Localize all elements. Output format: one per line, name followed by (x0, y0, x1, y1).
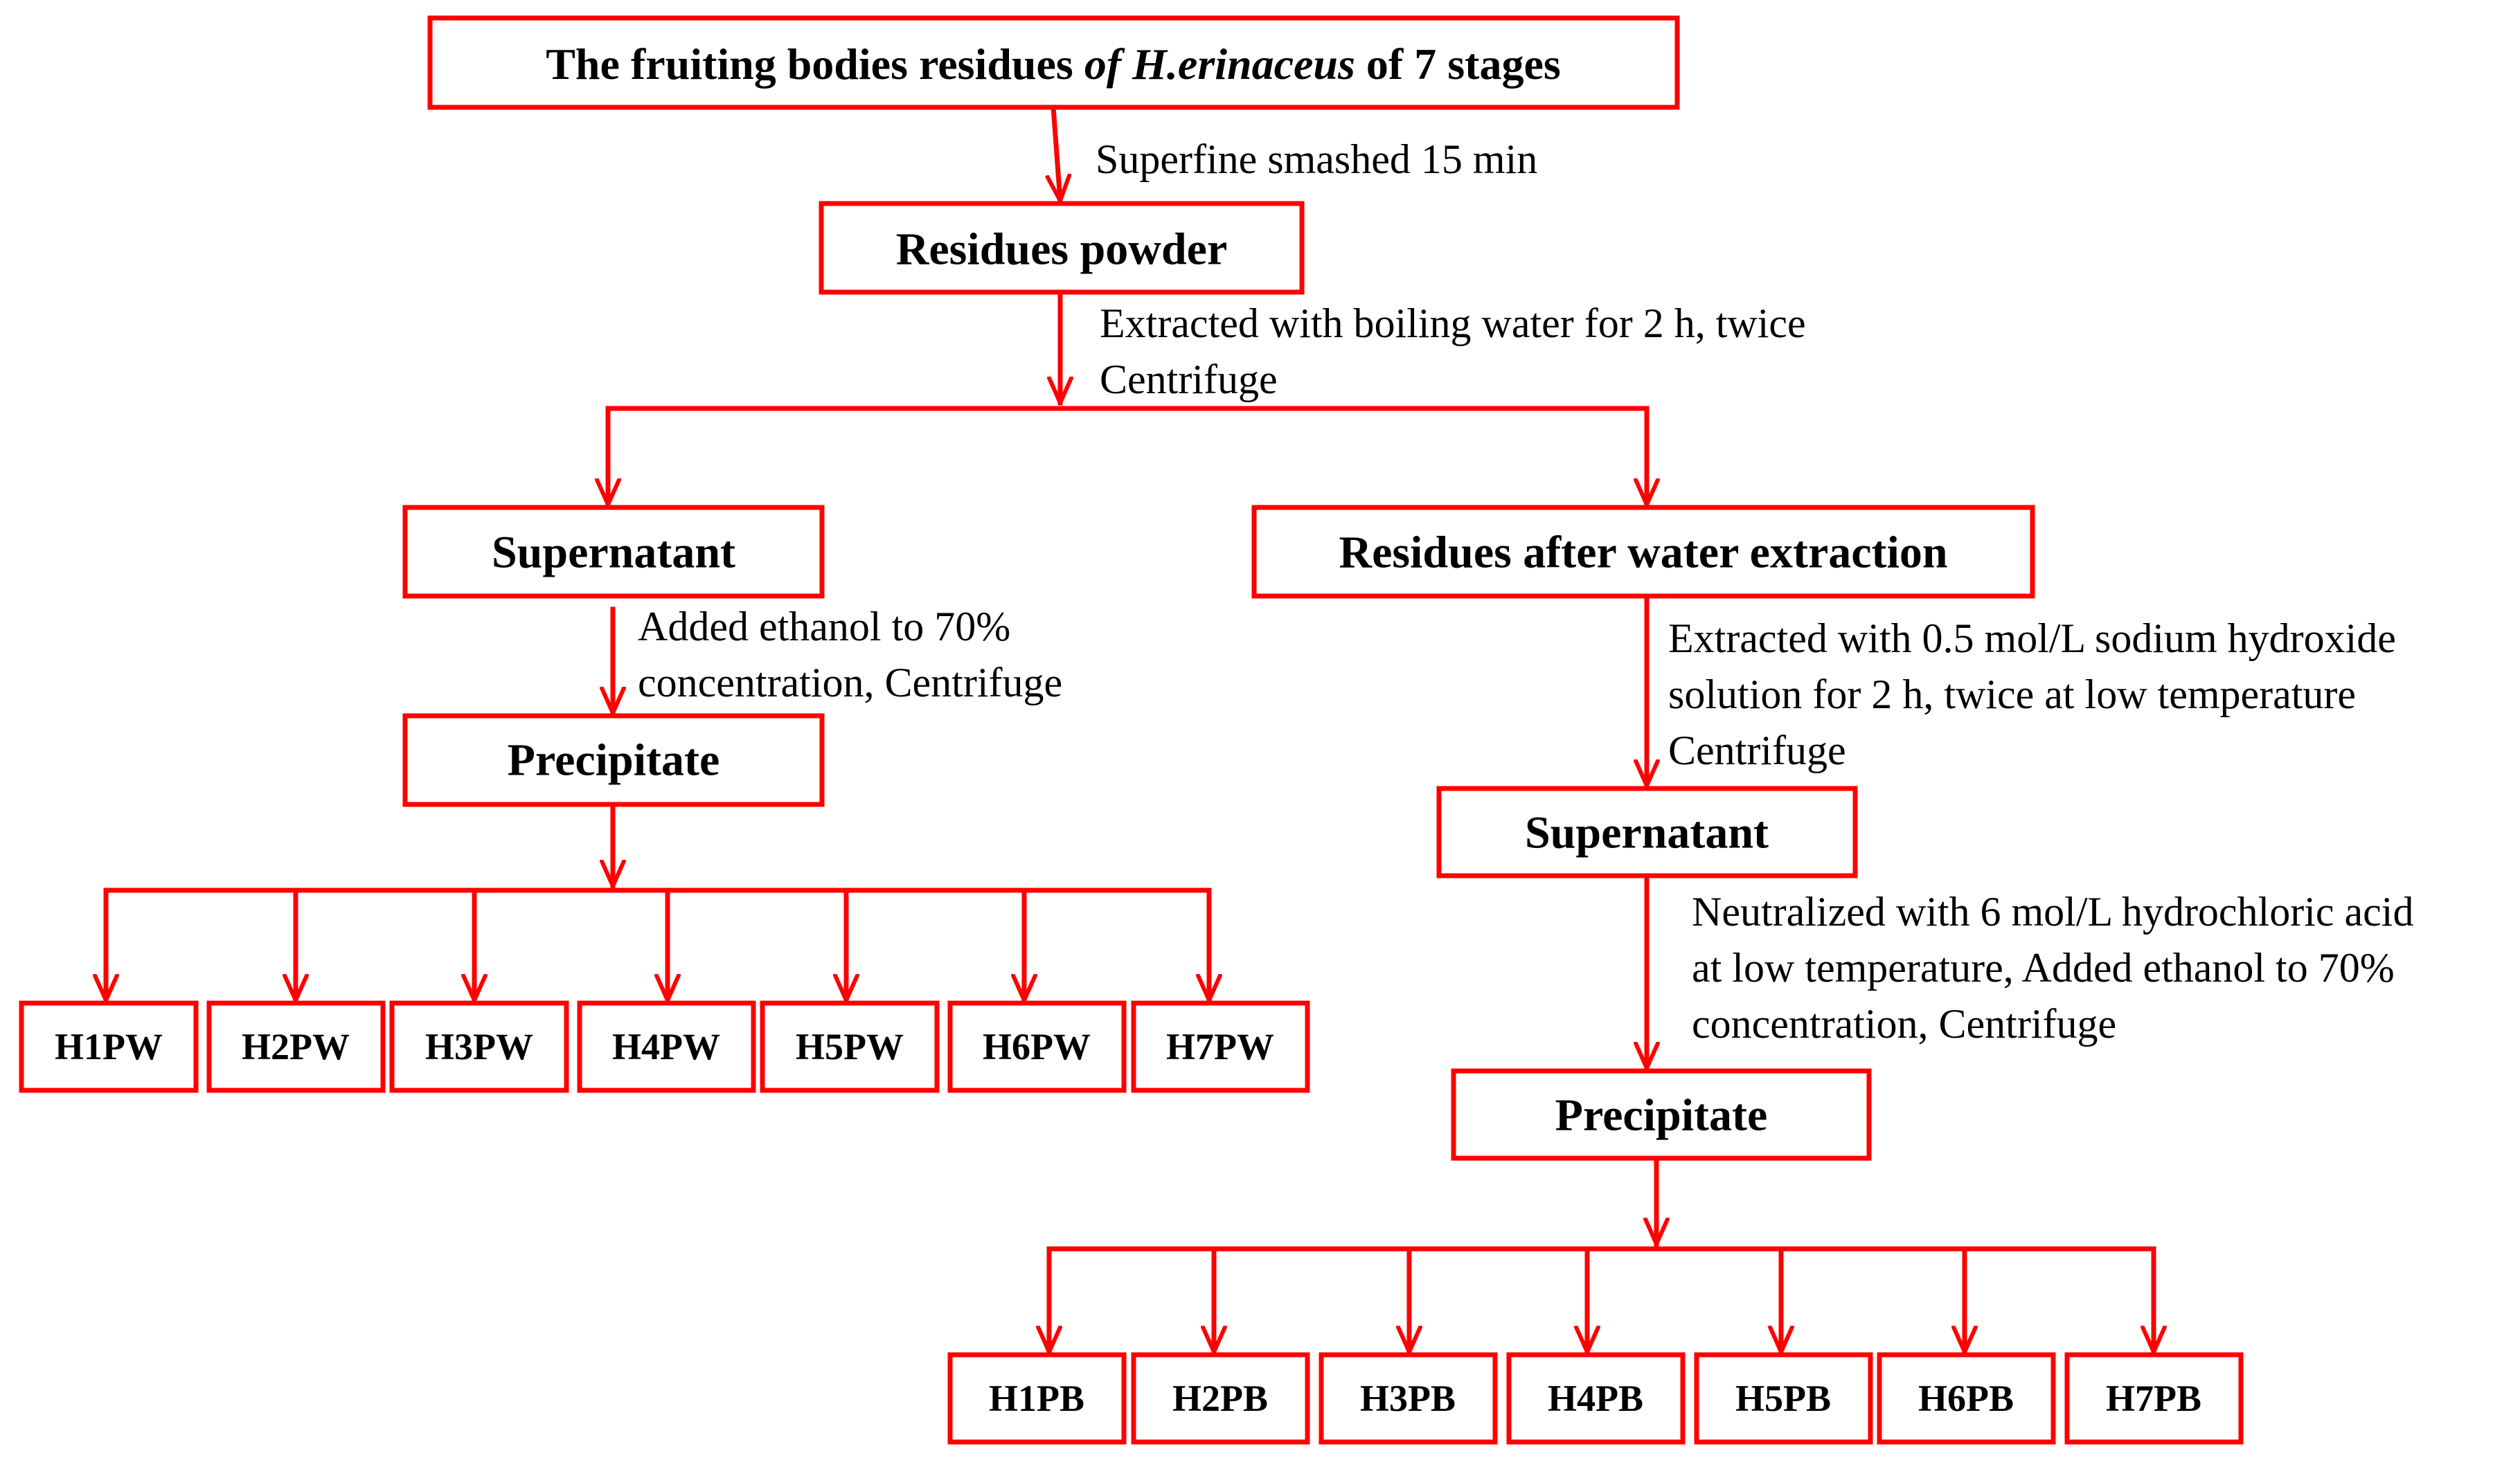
h3pw-label: H3PW (425, 1026, 533, 1067)
box-precipitate-alkali (1451, 1068, 1872, 1161)
residues-powder-label: Residues powder (896, 224, 1228, 275)
h7pw-label: H7PW (1166, 1026, 1274, 1067)
note-naoh-line2: solution for 2 h, twice at low temperatu… (1668, 672, 2356, 717)
note-hcl-line3: concentration, Centrifuge (1692, 1001, 2116, 1047)
box-residues-after (1251, 505, 2035, 599)
note-smash: Superfine smashed 15 min (1096, 136, 1537, 182)
box-h3pb (1319, 1352, 1498, 1445)
box-h4pb (1506, 1352, 1686, 1445)
h4pw-label: H4PW (612, 1026, 720, 1067)
supernatant-water-label: Supernatant (492, 528, 735, 578)
h6pb-label: H6PB (1918, 1378, 2014, 1419)
box-h1pw (19, 1000, 199, 1093)
box-h3pw (389, 1000, 569, 1093)
note-ethanol-line2: concentration, Centrifuge (638, 660, 1062, 705)
box-h7pw (1131, 1000, 1310, 1093)
note-boil-line2: Centrifuge (1100, 357, 1278, 402)
h1pw-label: H1PW (55, 1026, 163, 1067)
box-supernatant-water (402, 505, 825, 599)
h3pb-label: H3PB (1360, 1378, 1456, 1419)
note-naoh-line1: Extracted with 0.5 mol/L sodium hydroxid… (1668, 615, 2396, 661)
box-h2pb (1131, 1352, 1310, 1445)
box-supernatant-alkali (1436, 786, 1858, 878)
note-naoh-line3: Centrifuge (1668, 728, 1846, 773)
box-h6pw (947, 1000, 1127, 1093)
h5pb-label: H5PB (1735, 1378, 1831, 1419)
box-h4pw (577, 1000, 756, 1093)
precipitate-water-label: Precipitate (508, 735, 720, 786)
box-h1pb (947, 1352, 1127, 1445)
box-h6pb (1877, 1352, 2056, 1445)
note-ethanol-line1: Added ethanol to 70% (638, 604, 1010, 649)
h2pw-label: H2PW (242, 1026, 350, 1067)
note-hcl-line2: at low temperature, Added ethanol to 70% (1692, 945, 2395, 991)
box-residues-powder (819, 201, 1305, 295)
box-top (427, 15, 1680, 110)
top-box-label: The fruiting bodies residues of H.erinac… (546, 39, 1561, 89)
h6pw-label: H6PW (983, 1026, 1091, 1067)
box-h5pb (1694, 1352, 1873, 1445)
note-boil-line1: Extracted with boiling water for 2 h, tw… (1100, 300, 1806, 346)
h4pb-label: H4PB (1548, 1378, 1643, 1419)
h1pb-label: H1PB (989, 1378, 1084, 1419)
h7pb-label: H7PB (2106, 1378, 2201, 1419)
h5pw-label: H5PW (796, 1026, 904, 1067)
box-h5pw (760, 1000, 940, 1093)
precipitate-alkali-label: Precipitate (1555, 1090, 1768, 1141)
supernatant-alkali-label: Supernatant (1525, 808, 1769, 858)
arrow-top-to-powder (1053, 105, 1060, 204)
h2pb-label: H2PB (1172, 1378, 1268, 1419)
box-h7pb (2064, 1352, 2244, 1445)
box-h2pw (206, 1000, 386, 1093)
residues-after-label: Residues after water extraction (1339, 528, 1947, 578)
note-hcl-line1: Neutralized with 6 mol/L hydrochloric ac… (1692, 889, 2413, 935)
